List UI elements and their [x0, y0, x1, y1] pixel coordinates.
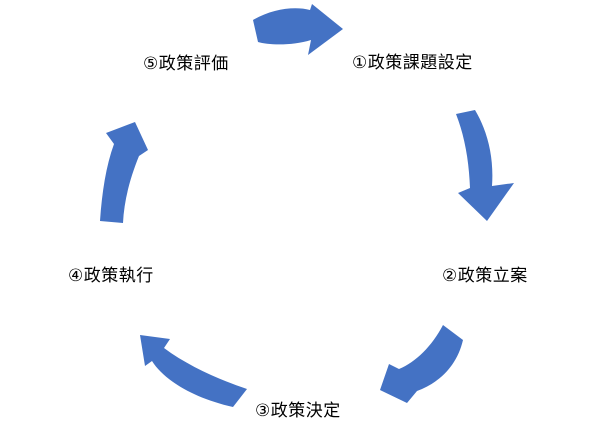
step-label-3-policy-decision: ③政策決定	[255, 401, 341, 420]
curved-arrow-4-to-5-icon	[96, 116, 158, 228]
curved-arrow-5-to-1-shape	[253, 4, 343, 55]
step-label-2-policy-planning: ②政策立案	[442, 266, 528, 285]
step-label-1-agenda-setting: ①政策課題設定	[352, 53, 473, 72]
curved-arrow-3-to-4-icon	[138, 328, 250, 410]
curved-arrow-5-to-1-icon	[252, 4, 344, 56]
step-label-5-policy-evaluation: ⑤政策評価	[143, 54, 229, 73]
curved-arrow-1-to-2-icon	[448, 110, 518, 222]
curved-arrow-2-to-3-shape	[380, 325, 463, 403]
curved-arrow-2-to-3-icon	[378, 318, 473, 406]
curved-arrow-3-to-4-shape	[140, 335, 247, 407]
curved-arrow-4-to-5-shape	[100, 122, 148, 223]
curved-arrow-1-to-2-shape	[456, 110, 514, 221]
step-label-4-policy-execution: ④政策執行	[68, 266, 154, 285]
